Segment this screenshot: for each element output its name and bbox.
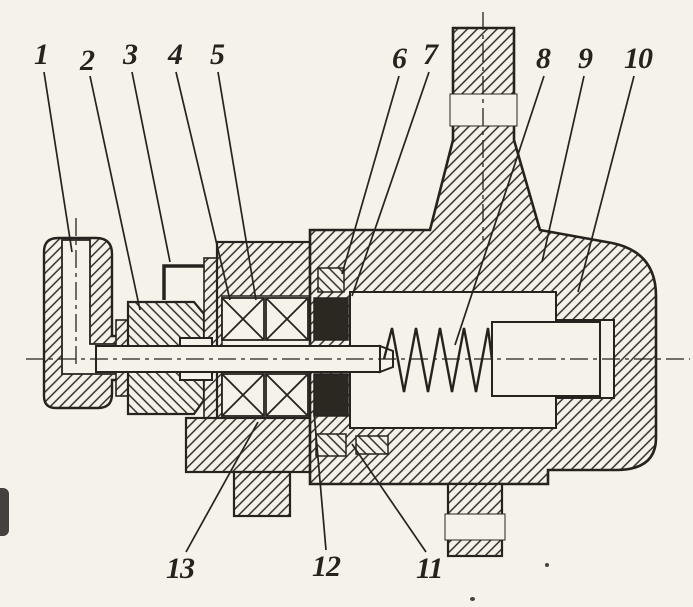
leader-9 <box>541 75 585 263</box>
scan-artifact <box>470 597 475 601</box>
gland-ring <box>317 267 345 293</box>
return-spring <box>382 327 494 393</box>
callout-label-9: 9 <box>578 42 593 75</box>
callout-leaders <box>43 71 635 553</box>
flange-block <box>184 416 312 474</box>
leader-13 <box>185 421 259 553</box>
callout-label-4: 4 <box>168 38 183 71</box>
callout-label-13: 13 <box>166 552 195 585</box>
callout-label-6: 6 <box>392 42 407 75</box>
bottom-gaskets <box>315 433 389 457</box>
centerlines <box>26 12 690 368</box>
ball-bearings <box>221 297 309 417</box>
callout-label-5: 5 <box>210 38 225 71</box>
shaft-seals <box>313 297 349 417</box>
callout-label-12: 12 <box>312 550 341 583</box>
leader-10 <box>577 75 635 293</box>
gasket <box>355 435 389 455</box>
leader-6 <box>341 75 400 275</box>
leader-4 <box>175 71 231 301</box>
leader-7 <box>351 71 430 297</box>
leader-11 <box>351 443 427 553</box>
callout-label-7: 7 <box>423 38 438 71</box>
scan-artifact <box>545 563 549 567</box>
callout-label-3: 3 <box>123 38 138 71</box>
foot-break-band <box>444 513 506 541</box>
leader-3 <box>131 71 171 263</box>
left-foot <box>232 470 292 518</box>
leader-2 <box>89 75 141 311</box>
leader-8 <box>454 75 545 346</box>
callout-label-8: 8 <box>536 42 551 75</box>
seal-upper <box>313 297 349 341</box>
lower-left-flange <box>184 416 312 518</box>
callout-label-1: 1 <box>34 38 49 71</box>
leader-1 <box>43 71 73 253</box>
seal-lower <box>313 373 349 417</box>
leader-5 <box>217 71 257 301</box>
callout-label-2: 2 <box>80 44 95 77</box>
scan-artifact <box>0 488 9 536</box>
callout-label-10: 10 <box>624 42 653 75</box>
callout-label-11: 11 <box>416 552 443 585</box>
leader-12 <box>313 411 327 551</box>
gasket <box>315 433 347 457</box>
